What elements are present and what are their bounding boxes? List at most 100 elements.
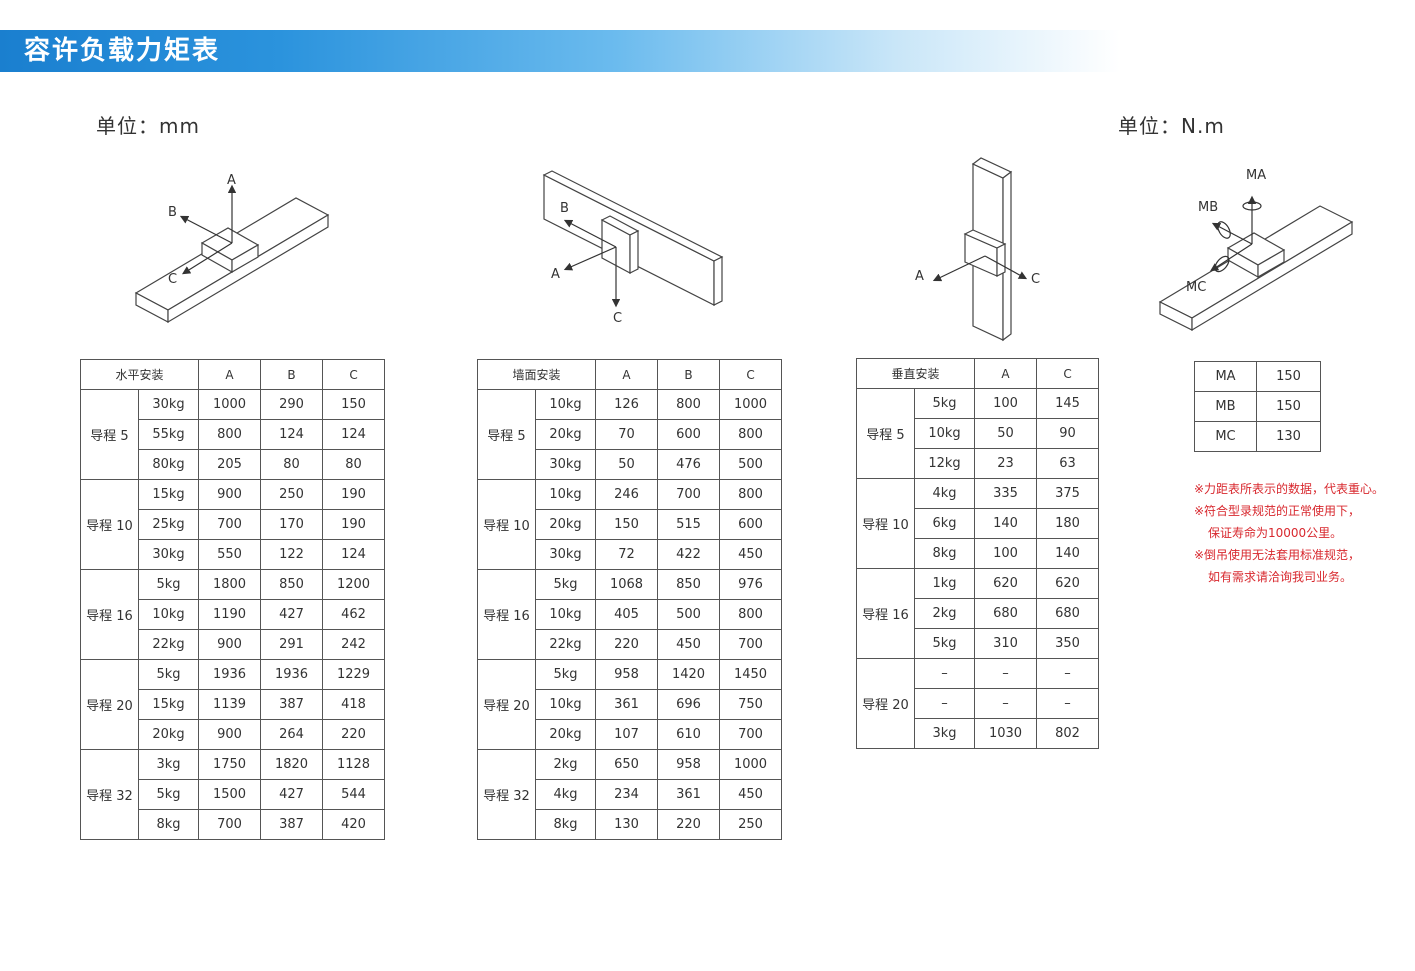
- value-cell: 140: [974, 508, 1038, 539]
- load-cell: 3kg: [137, 749, 200, 780]
- value-cell: 205: [198, 449, 262, 480]
- value-cell: 1000: [719, 389, 783, 420]
- load-cell: 5kg: [913, 628, 976, 659]
- value-cell: 427: [260, 599, 324, 630]
- lead-cell: 导程 20: [856, 658, 915, 749]
- value-cell: 900: [198, 479, 262, 510]
- mount-type-header: 墙面安装: [476, 359, 597, 390]
- value-cell: 124: [322, 539, 386, 570]
- value-cell: 600: [719, 509, 783, 540]
- value-cell: 850: [657, 569, 721, 600]
- value-cell: 150: [322, 389, 386, 420]
- axis-a-label: A: [551, 267, 560, 282]
- axis-b-label: B: [560, 201, 569, 216]
- value-cell: 1000: [198, 389, 262, 420]
- moment-name-cell: MB: [1194, 391, 1257, 422]
- value-cell: 1229: [322, 659, 386, 690]
- axis-header: B: [260, 359, 324, 390]
- value-cell: 800: [198, 419, 262, 450]
- value-cell: 63: [1036, 448, 1100, 479]
- moment-value-cell: 130: [1256, 421, 1321, 452]
- load-cell: 12kg: [913, 448, 976, 479]
- value-cell: 500: [719, 449, 783, 480]
- value-cell: 335: [974, 478, 1038, 509]
- load-cell: 5kg: [137, 659, 200, 690]
- table-row: –––: [857, 688, 1100, 719]
- mb-label: MB: [1198, 200, 1218, 215]
- unit-label-mm: 单位：mm: [96, 114, 200, 138]
- value-cell: 976: [719, 569, 783, 600]
- value-cell: 1068: [595, 569, 659, 600]
- value-cell: 126: [595, 389, 659, 420]
- load-cell: 5kg: [534, 569, 597, 600]
- value-cell: 124: [260, 419, 324, 450]
- lead-cell: 导程 16: [80, 569, 139, 660]
- value-cell: 620: [974, 568, 1038, 599]
- axis-c-label: C: [1031, 272, 1040, 287]
- value-cell: 145: [1036, 388, 1100, 419]
- load-cell: 2kg: [913, 598, 976, 629]
- load-cell: 3kg: [913, 718, 976, 749]
- value-cell: 958: [595, 659, 659, 690]
- value-cell: 802: [1036, 718, 1100, 749]
- value-cell: 100: [974, 388, 1038, 419]
- load-cell: 6kg: [913, 508, 976, 539]
- load-cell: 10kg: [534, 389, 597, 420]
- value-cell: 500: [657, 599, 721, 630]
- lead-cell: 导程 32: [477, 749, 536, 840]
- value-cell: 1936: [260, 659, 324, 690]
- load-cell: 5kg: [137, 779, 200, 810]
- value-cell: 1200: [322, 569, 386, 600]
- value-cell: 650: [595, 749, 659, 780]
- value-cell: 958: [657, 749, 721, 780]
- value-cell: 1128: [322, 749, 386, 780]
- value-cell: 170: [260, 509, 324, 540]
- load-cell: 8kg: [137, 809, 200, 840]
- note-line: ※倒吊使用无法套用标准规范，: [1194, 548, 1361, 562]
- axis-c-label: C: [613, 311, 622, 326]
- load-cell: 22kg: [534, 629, 597, 660]
- note-line: 如有需求请洽询我司业务。: [1208, 570, 1353, 584]
- lead-cell: 导程 10: [80, 479, 139, 570]
- value-cell: 180: [1036, 508, 1100, 539]
- value-cell: 1000: [719, 749, 783, 780]
- load-cell: 30kg: [137, 539, 200, 570]
- moment-figure: MA MB MC: [1158, 168, 1354, 332]
- axis-header: B: [657, 359, 721, 390]
- axis-header: A: [595, 359, 659, 390]
- load-cell: 4kg: [913, 478, 976, 509]
- lead-cell: 导程 5: [856, 388, 915, 479]
- load-cell: 10kg: [913, 418, 976, 449]
- value-cell: 80: [260, 449, 324, 480]
- lead-cell: 导程 10: [856, 478, 915, 569]
- load-cell: 20kg: [534, 509, 597, 540]
- value-cell: 750: [719, 689, 783, 720]
- lead-cell: 导程 16: [856, 568, 915, 659]
- lead-cell: 导程 20: [80, 659, 139, 750]
- load-cell: 15kg: [137, 479, 200, 510]
- ma-label: MA: [1246, 168, 1266, 183]
- value-cell: –: [1036, 658, 1100, 689]
- note-line: ※力距表所表示的数据，代表重心。: [1194, 482, 1385, 496]
- load-cell: 20kg: [137, 719, 200, 750]
- value-cell: 550: [198, 539, 262, 570]
